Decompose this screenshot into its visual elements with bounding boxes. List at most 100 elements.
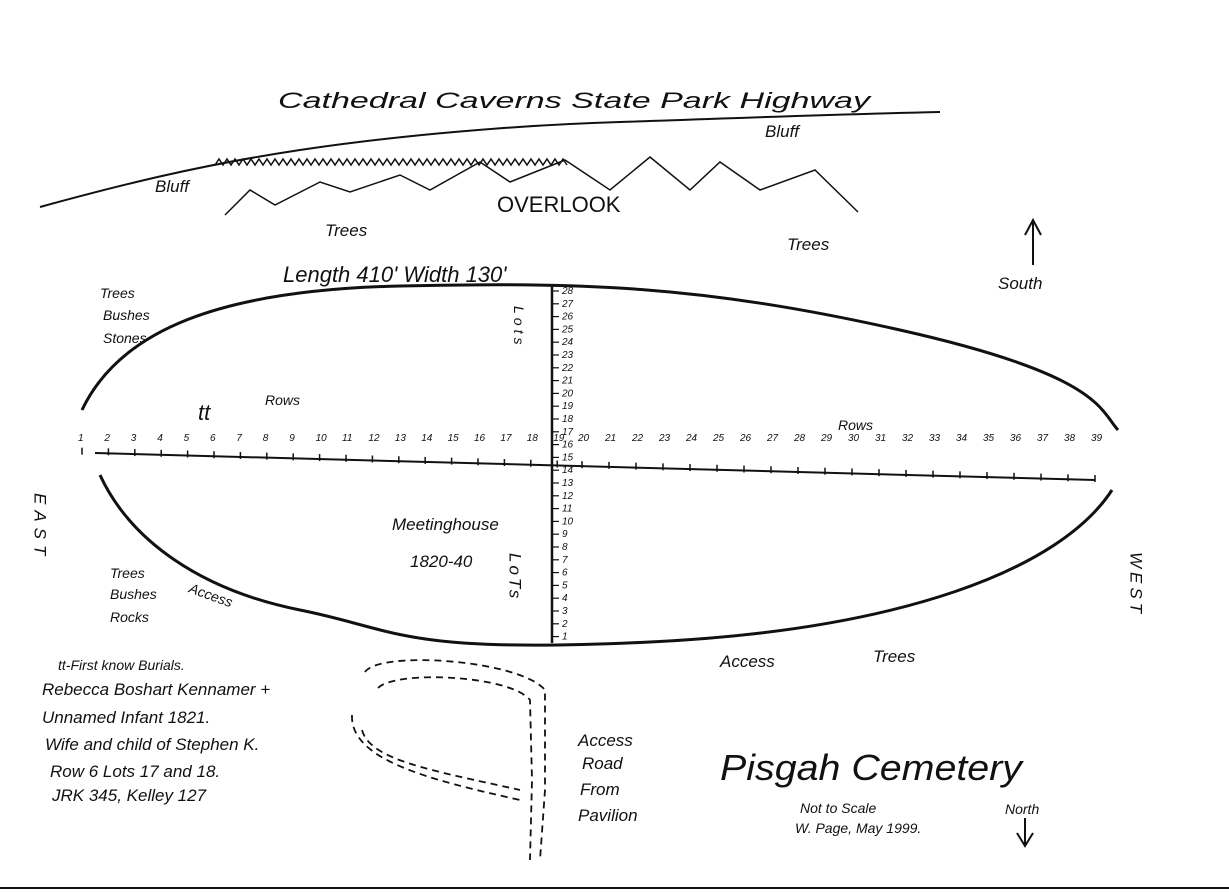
nw-label-trees: Trees (100, 285, 135, 301)
lot-number: 19 (562, 401, 574, 412)
lot-numbers: 2827262524232221201918171615141312111098… (552, 286, 574, 643)
row-number: 12 (368, 433, 380, 444)
cemetery-name: Pisgah Cemetery (720, 747, 1024, 788)
row-number: 5 (184, 433, 190, 444)
lot-number: 28 (561, 286, 574, 297)
rows-label-left: Rows (265, 392, 300, 408)
cemetery-boundary (80, 283, 1120, 647)
burial-notes: tt-First know Burials. Rebecca Boshart K… (42, 657, 270, 805)
row-number: 1 (78, 433, 84, 444)
lot-number: 7 (562, 555, 568, 566)
row-number: 35 (983, 433, 995, 444)
row-number: 39 (1091, 433, 1103, 444)
note-line: Unnamed Infant 1821. (42, 708, 210, 727)
row-number: 7 (236, 433, 242, 444)
lot-number: 13 (562, 478, 574, 489)
lot-number: 3 (562, 606, 568, 617)
row-number: 20 (577, 433, 590, 444)
meetinghouse-label: Meetinghouse (392, 515, 499, 534)
access-label-left: Access (186, 579, 235, 610)
lots-label-top: Lots (511, 306, 527, 348)
row-number: 26 (739, 433, 752, 444)
lot-number: 5 (562, 580, 568, 591)
north-label: North (1005, 801, 1039, 817)
row-number: 36 (1010, 433, 1022, 444)
row-number: 6 (210, 433, 216, 444)
rows-label-right: Rows (838, 417, 873, 433)
south-label: South (998, 274, 1042, 293)
nw-label-stones: Stones (103, 330, 147, 346)
lot-number: 10 (562, 516, 574, 527)
lot-number: 9 (562, 529, 568, 540)
lot-number: 21 (561, 376, 573, 387)
lot-number: 25 (561, 324, 574, 335)
overlook-ridge (224, 156, 859, 216)
row-number: 37 (1037, 433, 1049, 444)
sw-label-bushes: Bushes (110, 586, 157, 602)
row-number: 24 (685, 433, 698, 444)
note-line: tt-First know Burials. (58, 657, 185, 673)
lot-number: 12 (562, 491, 574, 502)
lot-number: 8 (562, 542, 568, 553)
access-label-bottom: Access (719, 652, 775, 671)
row-number: 31 (875, 433, 886, 444)
row-number: 25 (712, 433, 725, 444)
row-number: 9 (289, 433, 295, 444)
dimensions-label: Length 410' Width 130' (283, 262, 507, 287)
lot-number: 11 (562, 504, 572, 515)
lot-number: 14 (562, 465, 574, 476)
row-number: 14 (421, 433, 433, 444)
bluff-label-right: Bluff (765, 122, 801, 141)
row-number: 29 (820, 433, 833, 444)
lot-number: 6 (562, 568, 568, 579)
row-number: 30 (848, 433, 860, 444)
east-label: EAST (31, 493, 50, 561)
first-burial-mark: tt (198, 400, 211, 425)
lot-number: 17 (562, 427, 574, 438)
access-road-line: Access (577, 731, 633, 750)
note-line: JRK 345, Kelley 127 (51, 786, 207, 805)
lot-number: 18 (562, 414, 574, 425)
sw-label-trees: Trees (110, 565, 145, 581)
access-road-line: Pavilion (578, 806, 638, 825)
lots-label-bottom: LoTs (506, 553, 525, 601)
bluff-hatch (214, 157, 568, 167)
not-to-scale: Not to Scale (800, 800, 876, 816)
lot-number: 27 (561, 299, 574, 310)
meetinghouse-years: 1820-40 (410, 552, 473, 571)
row-number: 27 (766, 433, 779, 444)
row-number: 10 (316, 433, 328, 444)
row-number: 8 (263, 433, 269, 444)
bluff-line (39, 111, 941, 208)
lot-number: 22 (561, 363, 574, 374)
lot-number: 16 (562, 440, 574, 451)
row-number: 16 (474, 433, 486, 444)
access-road-line: Road (582, 754, 623, 773)
row-number: 3 (131, 433, 137, 444)
lot-number: 1 (562, 632, 568, 643)
row-number: 22 (631, 433, 644, 444)
overlook-label: OVERLOOK (497, 192, 621, 217)
row-number: 23 (658, 433, 671, 444)
row-number: 11 (342, 433, 352, 444)
trees-label-top-left: Trees (325, 221, 368, 240)
row-number: 17 (500, 433, 512, 444)
sw-label-rocks: Rocks (110, 609, 149, 625)
lot-number: 4 (562, 593, 568, 604)
access-road-line: From (580, 780, 620, 799)
north-arrow-icon (1016, 818, 1034, 848)
rows-axis (94, 452, 1096, 481)
note-line: Row 6 Lots 17 and 18. (50, 762, 220, 781)
row-number: 34 (956, 433, 968, 444)
trees-label-top-right: Trees (787, 235, 830, 254)
nw-label-bushes: Bushes (103, 307, 150, 323)
row-number: 4 (157, 433, 163, 444)
highway-title: Cathedral Caverns State Park Highway (278, 88, 873, 113)
row-number: 19 (553, 433, 565, 444)
lot-number: 24 (561, 337, 574, 348)
west-label: WEST (1127, 552, 1146, 617)
access-road (351, 659, 546, 861)
author-credit: W. Page, May 1999. (795, 820, 921, 836)
